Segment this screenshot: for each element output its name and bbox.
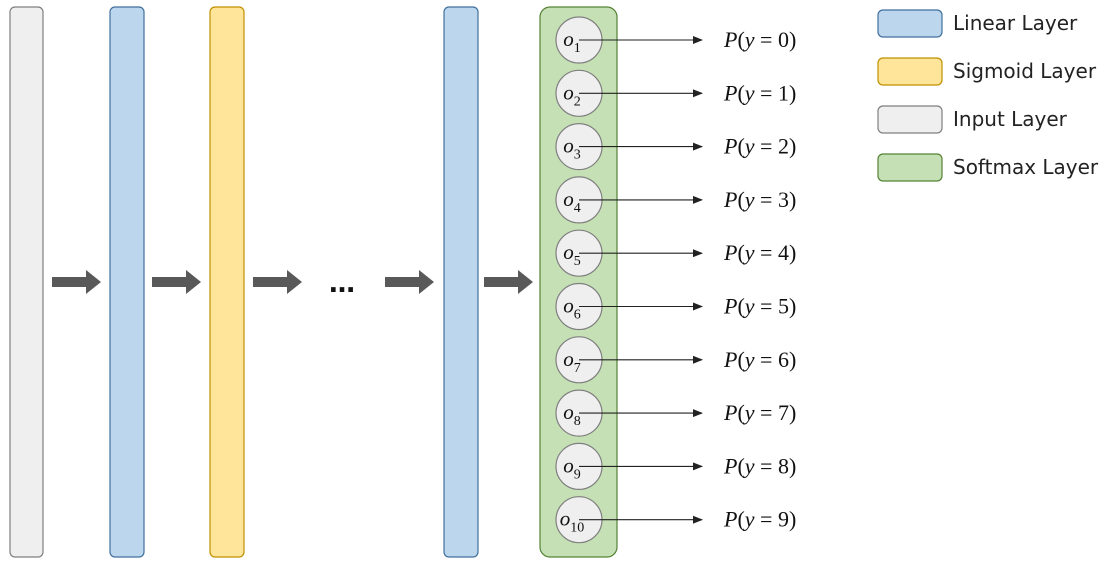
legend-swatch bbox=[877, 153, 943, 182]
output-node-label: o5 bbox=[563, 240, 581, 269]
legend-swatch bbox=[877, 105, 943, 134]
flow-arrow-3 bbox=[253, 270, 302, 294]
flow-arrows bbox=[52, 270, 533, 294]
probability-label: P(y = 5) bbox=[723, 294, 796, 319]
output-node-label: o3 bbox=[563, 134, 581, 163]
ellipsis: … bbox=[329, 269, 355, 299]
output-node-label: o10 bbox=[560, 507, 585, 536]
probability-label: P(y = 1) bbox=[723, 80, 796, 105]
legend-label: Sigmoid Layer bbox=[953, 59, 1097, 83]
probability-label: P(y = 3) bbox=[723, 187, 796, 212]
probability-label: P(y = 9) bbox=[723, 507, 796, 532]
output-node-row: o5 P(y = 4) bbox=[555, 229, 796, 277]
output-nodes-group: o1 P(y = 0) o2 P(y = 1) o3 P(y = 2) o4 P(y = 3)… bbox=[555, 16, 796, 544]
sigmoid-layer bbox=[209, 6, 245, 558]
output-node-row: o10 P(y = 9) bbox=[555, 496, 796, 544]
linear-layer-2 bbox=[443, 6, 479, 558]
legend-item: Input Layer bbox=[877, 105, 1068, 134]
probability-label: P(y = 0) bbox=[723, 27, 796, 52]
output-node-row: o7 P(y = 6) bbox=[555, 336, 796, 384]
flow-arrow-2 bbox=[152, 270, 201, 294]
output-node-row: o4 P(y = 3) bbox=[555, 176, 796, 224]
flow-arrow-1 bbox=[52, 270, 101, 294]
probability-label: P(y = 4) bbox=[723, 240, 796, 265]
probability-label: P(y = 7) bbox=[723, 400, 796, 425]
legend-item: Sigmoid Layer bbox=[877, 57, 1097, 86]
output-node-label: o7 bbox=[563, 347, 581, 376]
output-node-row: o1 P(y = 0) bbox=[555, 16, 796, 64]
legend-label: Softmax Layer bbox=[953, 155, 1099, 179]
output-node-label: o1 bbox=[563, 27, 581, 56]
output-node-label: o4 bbox=[563, 187, 581, 216]
output-node-row: o8 P(y = 7) bbox=[555, 389, 796, 437]
legend-swatch bbox=[877, 9, 943, 38]
legend-item: Softmax Layer bbox=[877, 153, 1099, 182]
legend-swatch bbox=[877, 57, 943, 86]
output-node-label: o9 bbox=[563, 453, 581, 482]
legend-label: Input Layer bbox=[953, 107, 1068, 131]
output-node-label: o2 bbox=[563, 80, 581, 109]
output-node-row: o6 P(y = 5) bbox=[555, 282, 796, 331]
input-layer bbox=[9, 6, 44, 558]
probability-label: P(y = 8) bbox=[723, 453, 796, 478]
legend-item: Linear Layer bbox=[877, 9, 1078, 38]
output-node-row: o3 P(y = 2) bbox=[555, 123, 796, 171]
legend-label: Linear Layer bbox=[953, 11, 1078, 35]
probability-label: P(y = 2) bbox=[723, 134, 796, 159]
output-node-label: o6 bbox=[563, 294, 581, 323]
output-node-row: o2 P(y = 1) bbox=[555, 69, 796, 117]
output-node-label: o8 bbox=[563, 400, 581, 429]
linear-layer-1 bbox=[109, 6, 145, 558]
probability-label: P(y = 6) bbox=[723, 347, 796, 372]
flow-arrow-5 bbox=[484, 270, 533, 294]
flow-arrow-4 bbox=[385, 270, 434, 294]
output-node-row: o9 P(y = 8) bbox=[555, 442, 796, 490]
